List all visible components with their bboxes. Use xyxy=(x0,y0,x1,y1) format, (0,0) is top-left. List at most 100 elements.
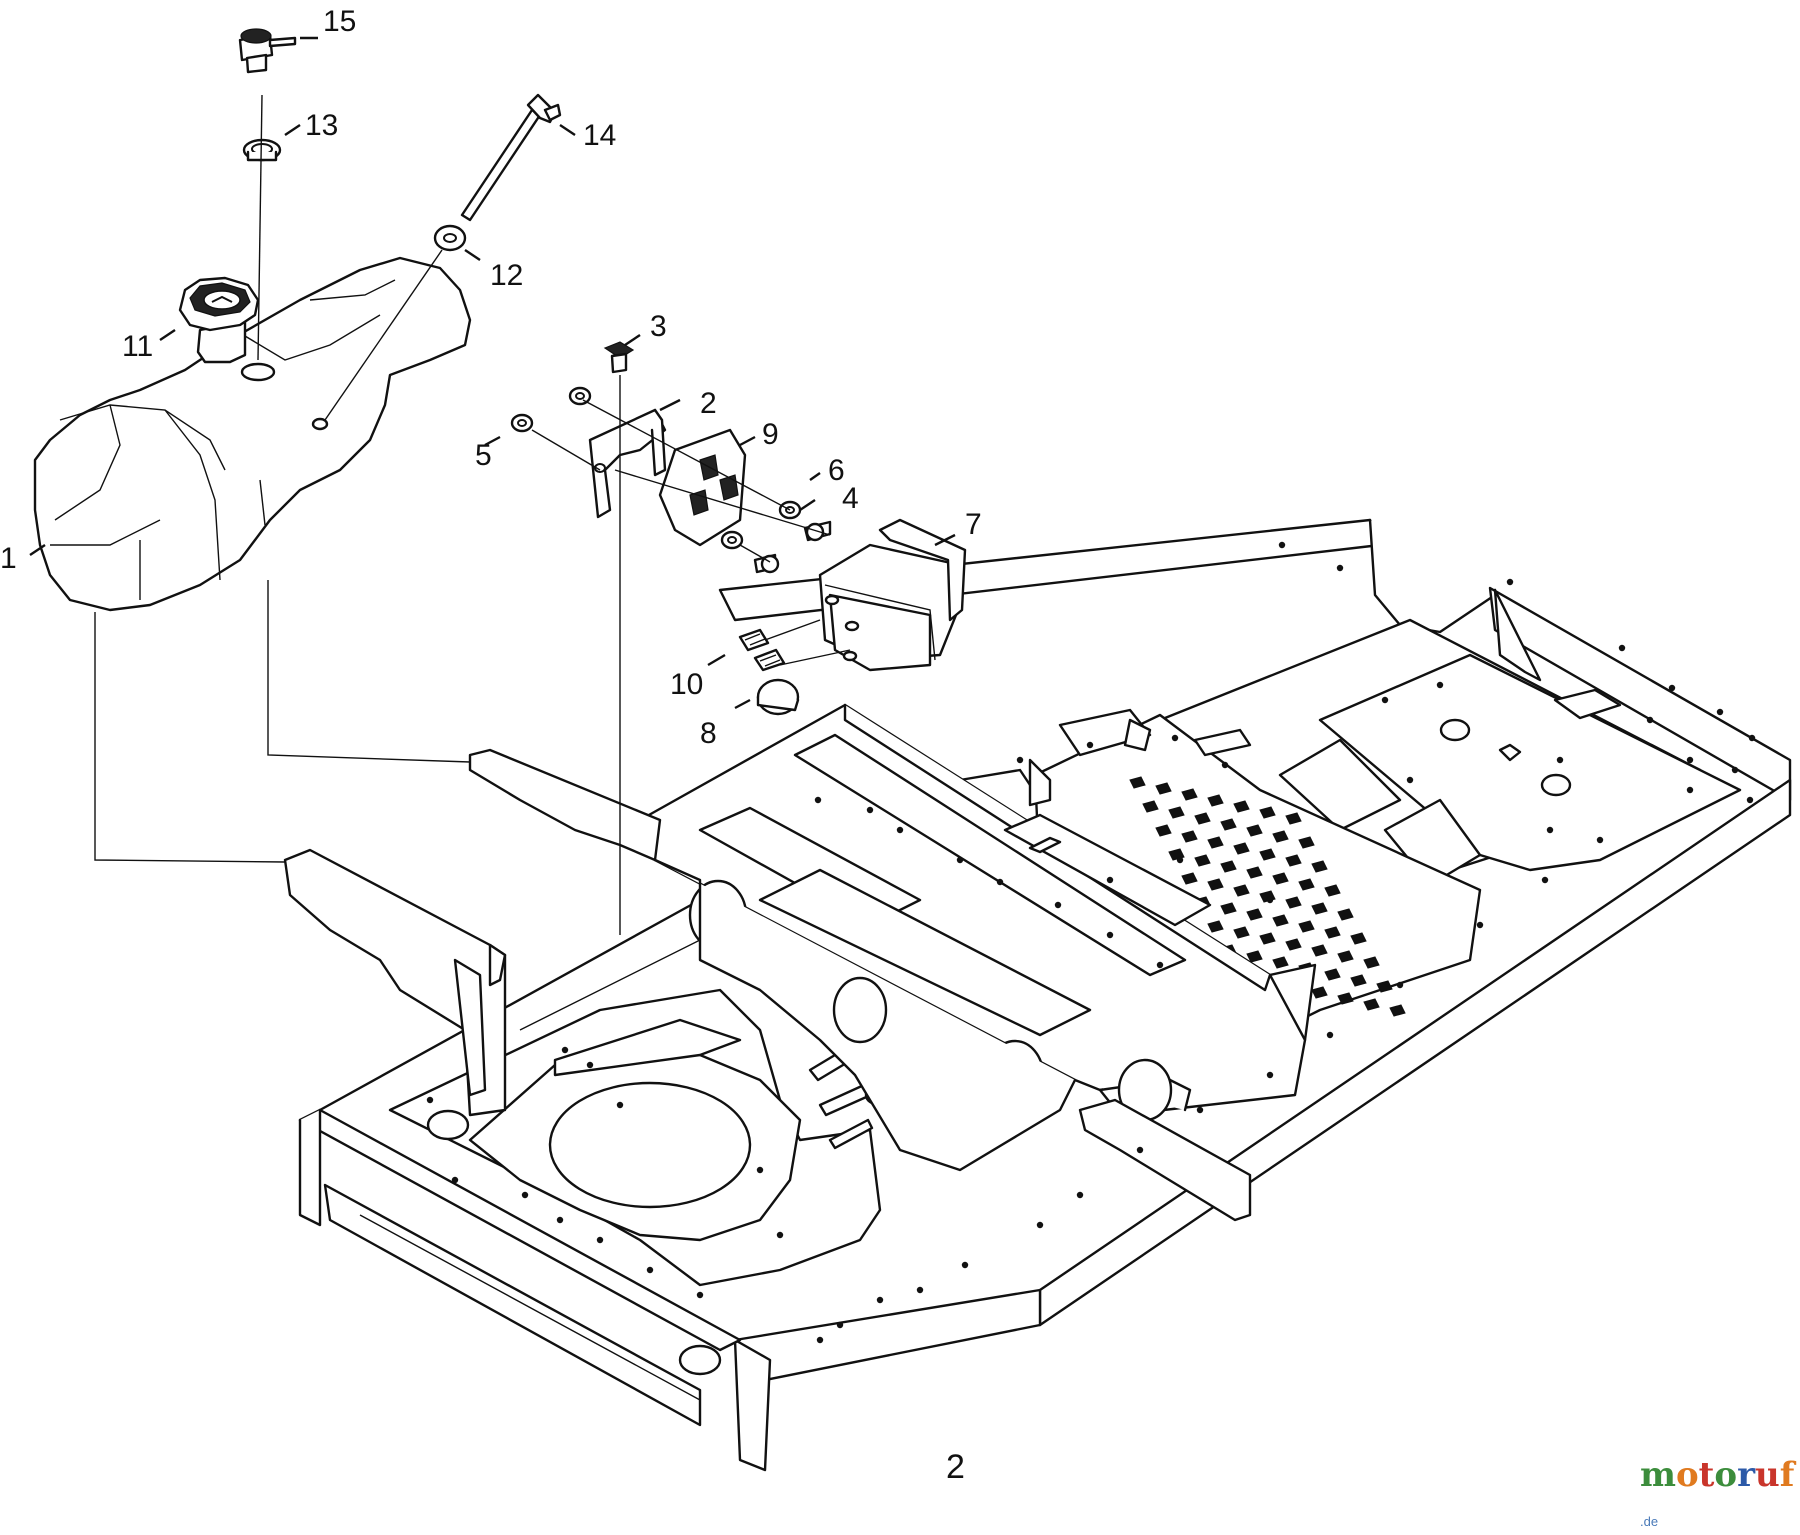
frame-hole xyxy=(1668,684,1676,692)
grid-square xyxy=(1285,896,1302,909)
grid-square xyxy=(1207,920,1224,933)
frame-hole xyxy=(814,796,822,804)
grid-square xyxy=(1337,950,1354,963)
seat-mount-plate xyxy=(638,703,1317,1172)
grid-square xyxy=(1233,884,1250,897)
frame-hole xyxy=(1406,776,1414,784)
center-lines xyxy=(94,94,851,935)
grid-square xyxy=(1181,788,1198,801)
grid-square xyxy=(1363,998,1380,1011)
watermark-suffix: .de xyxy=(1640,1514,1659,1529)
frame-hole xyxy=(961,1261,969,1269)
grid-square xyxy=(1246,866,1263,879)
frame-hole xyxy=(756,1166,764,1174)
frame-hole xyxy=(1076,1191,1084,1199)
frame-hole xyxy=(896,826,904,834)
frame-hole xyxy=(1596,836,1604,844)
frame-hole xyxy=(1266,1071,1274,1079)
grid-square xyxy=(1207,878,1224,891)
grid-square xyxy=(1194,812,1211,825)
frame-hole xyxy=(1054,901,1062,909)
frame-hole xyxy=(1618,644,1626,652)
grid-square xyxy=(1220,860,1237,873)
bracket-2 xyxy=(588,408,667,519)
nut-top xyxy=(568,386,592,406)
frame-hole xyxy=(1326,1031,1334,1039)
frame-hole xyxy=(586,1061,594,1069)
frame-hole xyxy=(776,1231,784,1239)
nut-5 xyxy=(510,413,534,433)
callout-1: 1 xyxy=(0,542,17,575)
grid-square xyxy=(1259,806,1276,819)
grid-square xyxy=(1194,854,1211,867)
frame-hole xyxy=(956,856,964,864)
solenoid-7 xyxy=(818,518,967,672)
grid-square xyxy=(1350,932,1367,945)
grid-square xyxy=(1285,854,1302,867)
grid-square xyxy=(1324,968,1341,981)
grid-square xyxy=(1298,878,1315,891)
frame-hole xyxy=(1476,921,1484,929)
relay-base-9 xyxy=(658,428,747,547)
callout-labels: 1 2 3 4 5 6 7 8 9 10 11 12 13 14 15 xyxy=(0,5,982,750)
frame-hole xyxy=(1336,564,1344,572)
grid-square xyxy=(1207,836,1224,849)
grid-square xyxy=(1285,812,1302,825)
frame-hole xyxy=(1686,756,1694,764)
grid-square xyxy=(1233,842,1250,855)
frame-hole xyxy=(1176,856,1184,864)
grid-square xyxy=(1181,872,1198,885)
frame-hole xyxy=(1748,734,1756,742)
frame-hole xyxy=(1546,826,1554,834)
grid-square xyxy=(1129,776,1146,789)
grid-square xyxy=(1298,836,1315,849)
grid-square xyxy=(1350,974,1367,987)
bolt-3 xyxy=(603,341,635,374)
watermark-letter: u xyxy=(1755,1455,1780,1495)
frame-hole xyxy=(1731,766,1739,774)
grid-square xyxy=(1181,830,1198,843)
frame xyxy=(298,518,1792,1472)
watermark-letter: t xyxy=(1698,1455,1715,1495)
grid-square xyxy=(1259,932,1276,945)
grid-square xyxy=(1311,860,1328,873)
grid-square xyxy=(1220,902,1237,915)
callout-4: 4 xyxy=(842,482,859,515)
frame-hole xyxy=(1156,961,1164,969)
callout-3: 3 xyxy=(650,310,667,343)
parts-diagram: 1 2 3 4 5 6 7 8 9 10 11 12 13 14 15 xyxy=(0,5,1792,1472)
grid-square xyxy=(1272,914,1289,927)
grid-square xyxy=(1233,926,1250,939)
vent-hose xyxy=(460,93,562,222)
page-number: 2 xyxy=(946,1448,965,1486)
watermark-letter: f xyxy=(1779,1455,1795,1495)
grid-square xyxy=(1246,824,1263,837)
grid-square xyxy=(1220,818,1237,831)
fuel-valve xyxy=(238,28,297,74)
frame-hole xyxy=(1686,786,1694,794)
frame-hole xyxy=(521,1191,529,1199)
frame-hole xyxy=(1086,741,1094,749)
frame-hole xyxy=(996,878,1004,886)
grid-square xyxy=(1168,806,1185,819)
callout-11: 11 xyxy=(122,330,153,363)
frame-hole xyxy=(1106,931,1114,939)
grid-square xyxy=(1311,944,1328,957)
grid-square xyxy=(1207,794,1224,807)
frame-hole xyxy=(646,1266,654,1274)
grid-square xyxy=(1285,938,1302,951)
frame-holes xyxy=(426,541,1756,1344)
watermark-letter: o xyxy=(1714,1455,1738,1495)
bolt-lower xyxy=(753,553,780,574)
grid-square xyxy=(1272,956,1289,969)
grommet xyxy=(242,138,282,162)
grid-square xyxy=(1246,950,1263,963)
frame-hole xyxy=(1506,578,1514,586)
washer-lower xyxy=(720,530,744,550)
callout-7: 7 xyxy=(965,508,982,541)
grid-square xyxy=(1272,872,1289,885)
cap-8 xyxy=(756,678,800,716)
grid-square xyxy=(1337,908,1354,921)
callout-12: 12 xyxy=(490,259,523,292)
frame-hole xyxy=(1746,796,1754,804)
